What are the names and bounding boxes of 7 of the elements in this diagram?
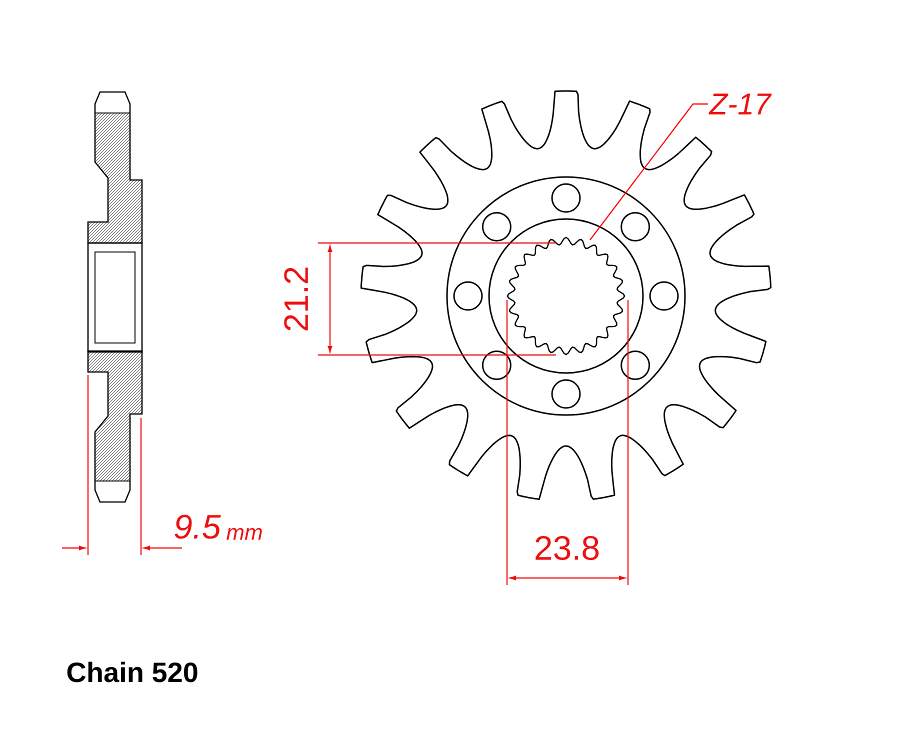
- dimension-label: 9.5: [174, 514, 221, 539]
- sprocket-drawing: [360, 90, 772, 500]
- dimension-label: 21.2: [284, 268, 308, 330]
- chain-label: Chain 520: [67, 662, 198, 682]
- dimension-label: 23.8: [536, 536, 599, 560]
- callout-label: Z-17: [708, 94, 772, 114]
- unit-label: mm: [226, 528, 262, 540]
